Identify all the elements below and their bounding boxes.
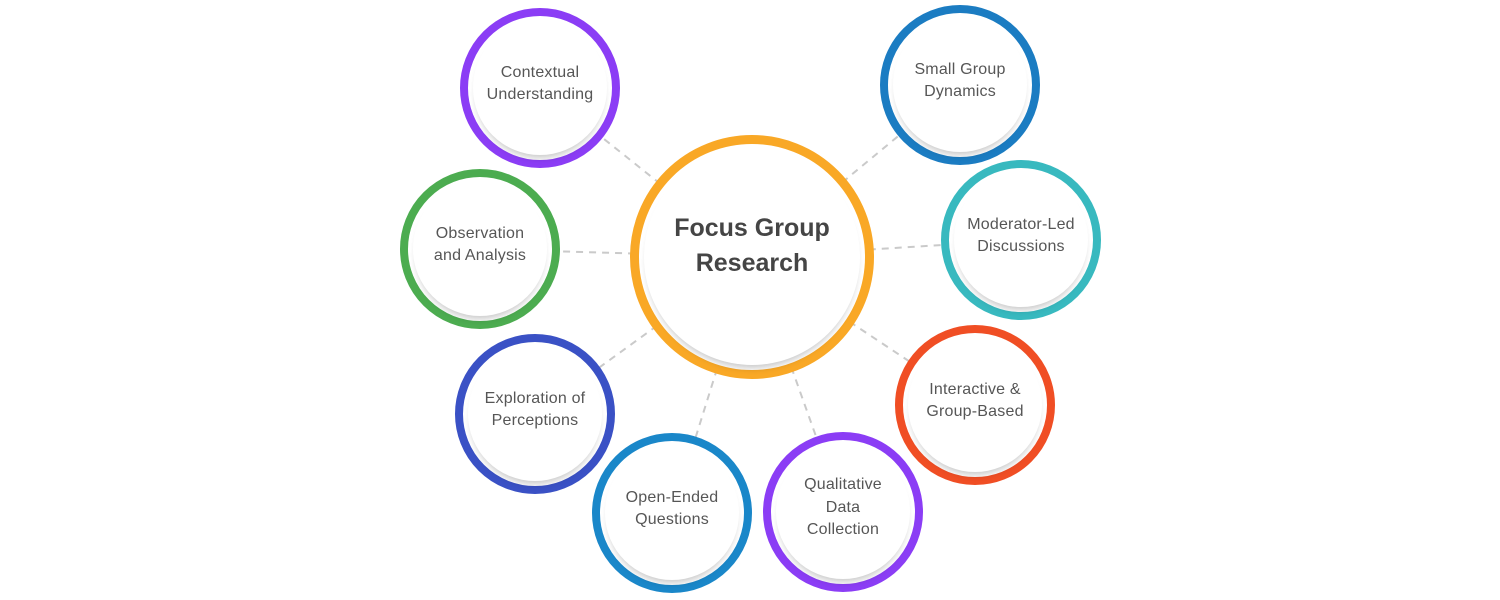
node-exploration-of-perceptions: Exploration of Perceptions — [455, 334, 615, 494]
node-small-group-dynamics: Small Group Dynamics — [880, 5, 1040, 165]
node-moderator-led-discussions: Moderator-Led Discussions — [941, 160, 1101, 320]
node-label: Interactive & Group-Based — [926, 380, 1024, 420]
node-contextual-understanding: Contextual Understanding — [460, 8, 620, 168]
node-open-ended-questions: Open-Ended Questions — [592, 433, 752, 593]
node-interactive-group-based: Interactive & Group-Based — [895, 325, 1055, 485]
node-observation-and-analysis: Observation and Analysis — [400, 169, 560, 329]
node-label: Contextual Understanding — [486, 63, 594, 103]
node-label: Exploration of Perceptions — [484, 389, 586, 429]
node-label: Qualitative Data Collection — [804, 476, 882, 539]
center-node-label: Focus Group Research — [674, 214, 830, 277]
node-label: Moderator-Led Discussions — [967, 215, 1075, 255]
node-label: Observation and Analysis — [433, 224, 527, 264]
center-node-focus-group-research: Focus Group Research — [630, 135, 874, 379]
node-label: Open-Ended Questions — [625, 488, 719, 528]
node-label: Small Group Dynamics — [914, 60, 1006, 100]
node-qualitative-data-collection: Qualitative Data Collection — [763, 432, 923, 592]
